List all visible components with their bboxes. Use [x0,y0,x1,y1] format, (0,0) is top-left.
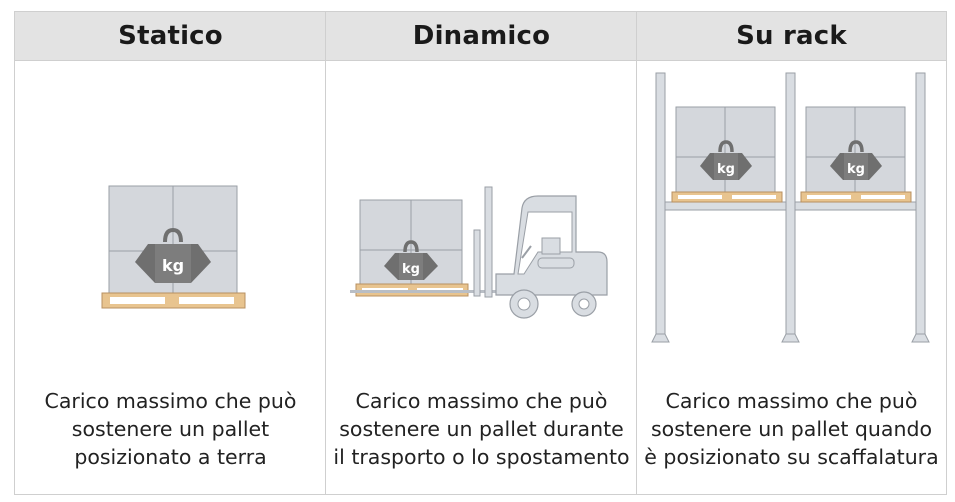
caption-su-rack: Carico massimo che può sostenere un pall… [637,387,946,471]
fork [350,290,500,293]
caption-line: sostenere un pallet quando [650,417,932,441]
caption-dinamico: Carico massimo che può sostenere un pall… [326,387,637,471]
header-dinamico: Dinamico [326,12,637,61]
wheels [509,289,597,319]
mast [473,186,493,298]
column-divider [636,12,637,494]
rack-load-left: kg [671,106,783,203]
weight-icon: kg [384,240,438,280]
weight-label: kg [162,256,184,275]
forklift-icon: kg [350,186,608,319]
pallet-with-weight-icon: kg [101,185,246,309]
caption-line: sostenere un pallet [71,417,270,441]
header-su-rack: Su rack [637,12,946,61]
caption-line: Carico massimo che può [44,389,297,413]
pallet-icon [101,292,246,309]
caption-line: Carico massimo che può [355,389,608,413]
rack-load-right: kg [800,106,912,203]
caption-line: Carico massimo che può [665,389,918,413]
weight-icon: kg [135,227,211,283]
caption-line: posizionato a terra [74,445,267,469]
comparison-table: Statico Dinamico Su rack kg [14,11,947,495]
caption-line: il trasporto o lo spostamento [333,445,630,469]
weight-label: kg [717,162,735,177]
rack-icon: kg kg [651,72,930,343]
column-divider [325,12,326,494]
header-label-statico: Statico [118,21,223,51]
caption-statico: Carico massimo che può sostenere un pall… [15,387,326,471]
header-statico: Statico [15,12,326,61]
weight-label: kg [847,162,865,177]
caption-line: è posizionato su scaffalatura [644,445,939,469]
forklift-body [495,195,608,296]
header-label-dinamico: Dinamico [412,21,551,51]
weight-label: kg [402,262,420,277]
header-label-su-rack: Su rack [736,21,847,51]
caption-line: sostenere un pallet durante [339,417,624,441]
